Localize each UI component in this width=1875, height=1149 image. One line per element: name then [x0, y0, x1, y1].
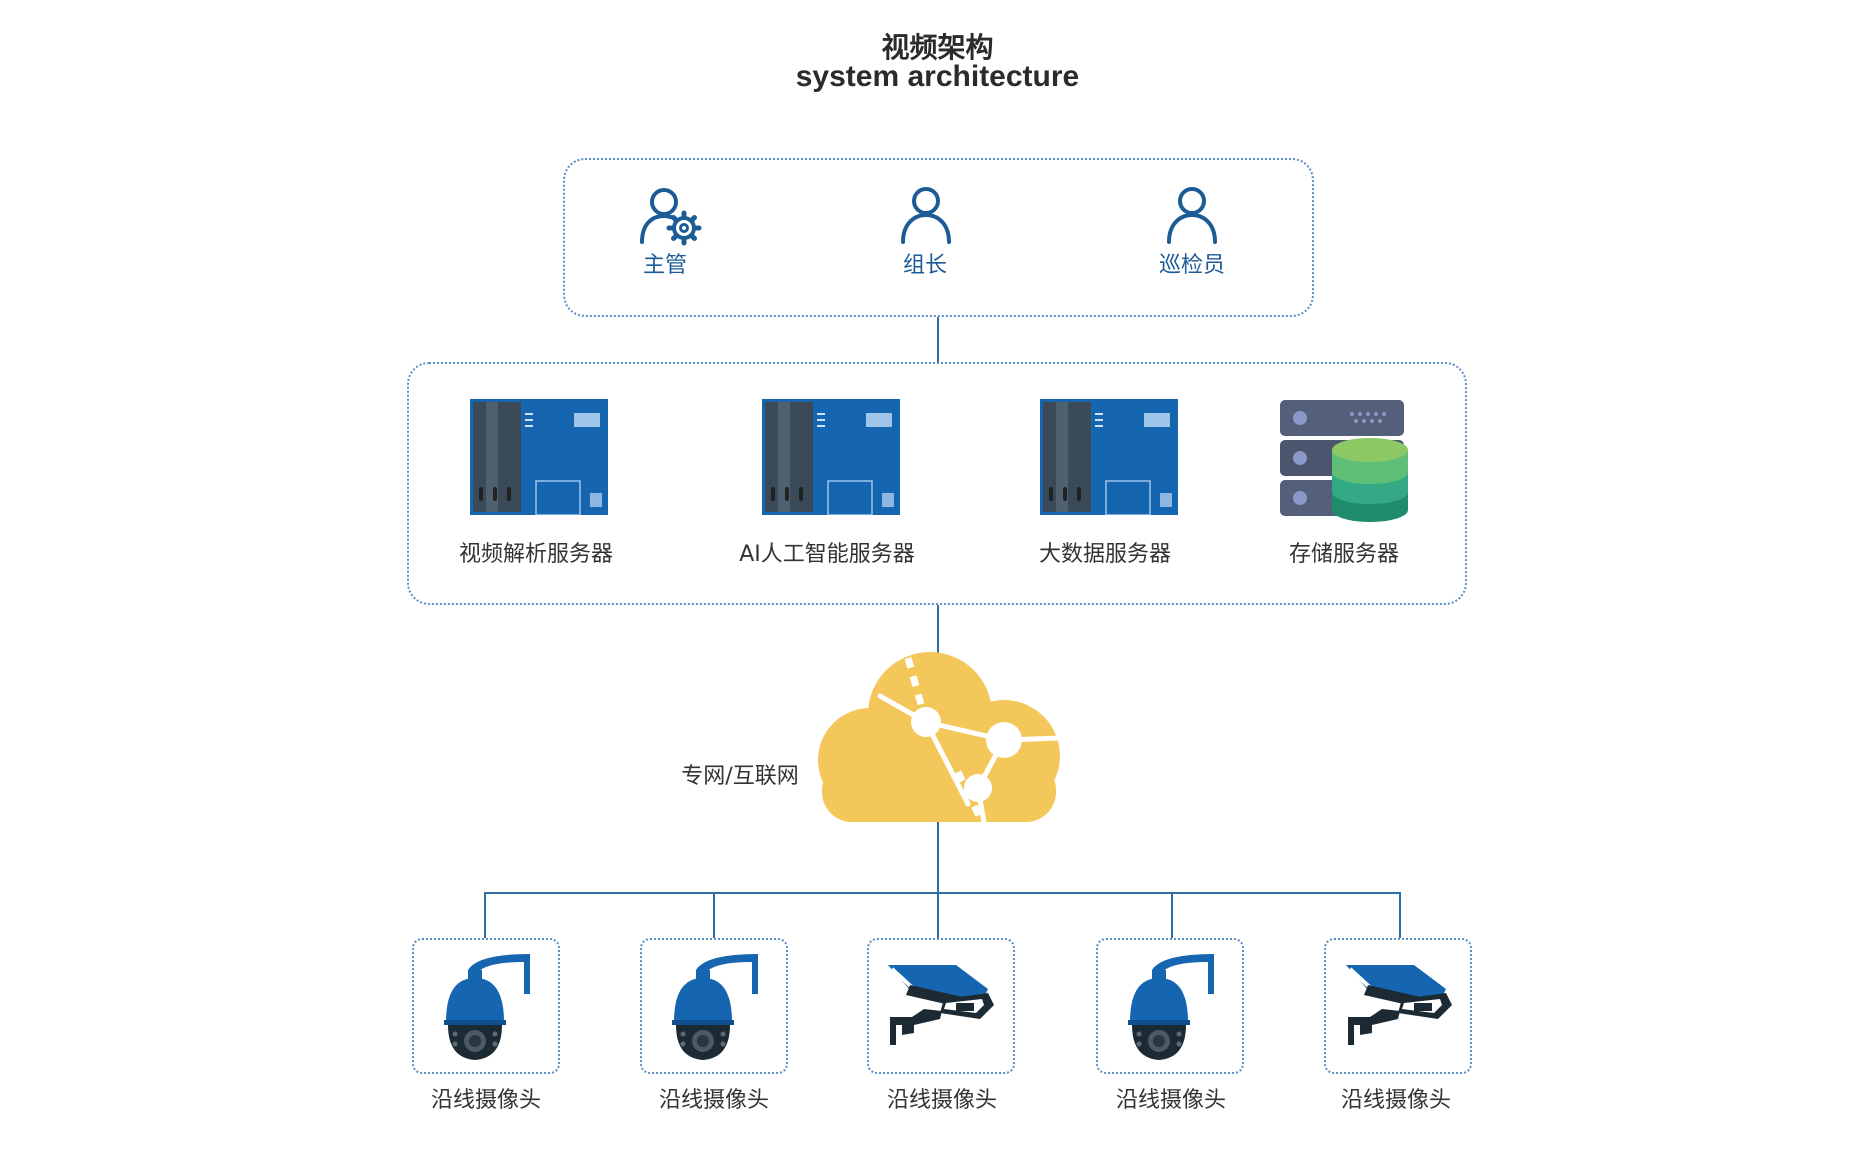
role-label-team-leader: 组长 — [902, 253, 947, 278]
bullet-camera-icon — [888, 965, 994, 1045]
role-label-supervisor: 主管 — [642, 253, 687, 278]
server-icon — [762, 399, 900, 515]
camera-card-2 — [640, 938, 788, 1074]
camera-label-4: 沿线摄像头 — [1115, 1088, 1226, 1113]
server-label-video-analysis: 视频解析服务器 — [458, 542, 613, 567]
server-icon — [470, 399, 608, 515]
connector-users-servers — [937, 317, 939, 362]
connector-servers-cloud — [937, 605, 939, 653]
diagram-title: 视频架构 — [881, 31, 994, 64]
network-label: 专网/互联网 — [681, 764, 799, 789]
camera-label-5: 沿线摄像头 — [1340, 1088, 1451, 1113]
camera-card-5 — [1324, 938, 1472, 1074]
camera-card-4 — [1096, 938, 1244, 1074]
connector-camera-2 — [713, 892, 715, 938]
database-storage-icon — [1280, 400, 1408, 522]
connector-camera-5 — [1399, 892, 1401, 938]
user-icon — [901, 187, 951, 244]
camera-card-1 — [412, 938, 560, 1074]
diagram-subtitle: system architecture — [795, 60, 1080, 93]
user-icon — [1167, 187, 1217, 244]
connector-camera-1 — [484, 892, 486, 938]
camera-label-2: 沿线摄像头 — [658, 1088, 769, 1113]
camera-card-3 — [867, 938, 1015, 1074]
server-label-storage: 存储服务器 — [1288, 542, 1399, 567]
server-label-big-data: 大数据服务器 — [1038, 542, 1171, 567]
server-icon — [1040, 399, 1178, 515]
camera-label-1: 沿线摄像头 — [430, 1088, 541, 1113]
server-label-ai: AI人工智能服务器 — [739, 542, 915, 567]
connector-cloud-bus — [937, 822, 939, 894]
connector-camera-3 — [937, 892, 939, 938]
cloud-network-icon — [818, 652, 1063, 824]
user-gear-icon — [640, 188, 702, 246]
role-label-inspector: 巡检员 — [1158, 253, 1225, 278]
camera-bus — [484, 892, 1401, 894]
servers-group — [407, 362, 1467, 605]
dome-camera-icon — [1128, 954, 1214, 1060]
dome-camera-icon — [444, 954, 530, 1060]
dome-camera-icon — [672, 954, 758, 1060]
connector-camera-4 — [1171, 892, 1173, 938]
users-group — [563, 158, 1314, 317]
camera-label-3: 沿线摄像头 — [886, 1088, 997, 1113]
bullet-camera-icon — [1346, 965, 1452, 1045]
